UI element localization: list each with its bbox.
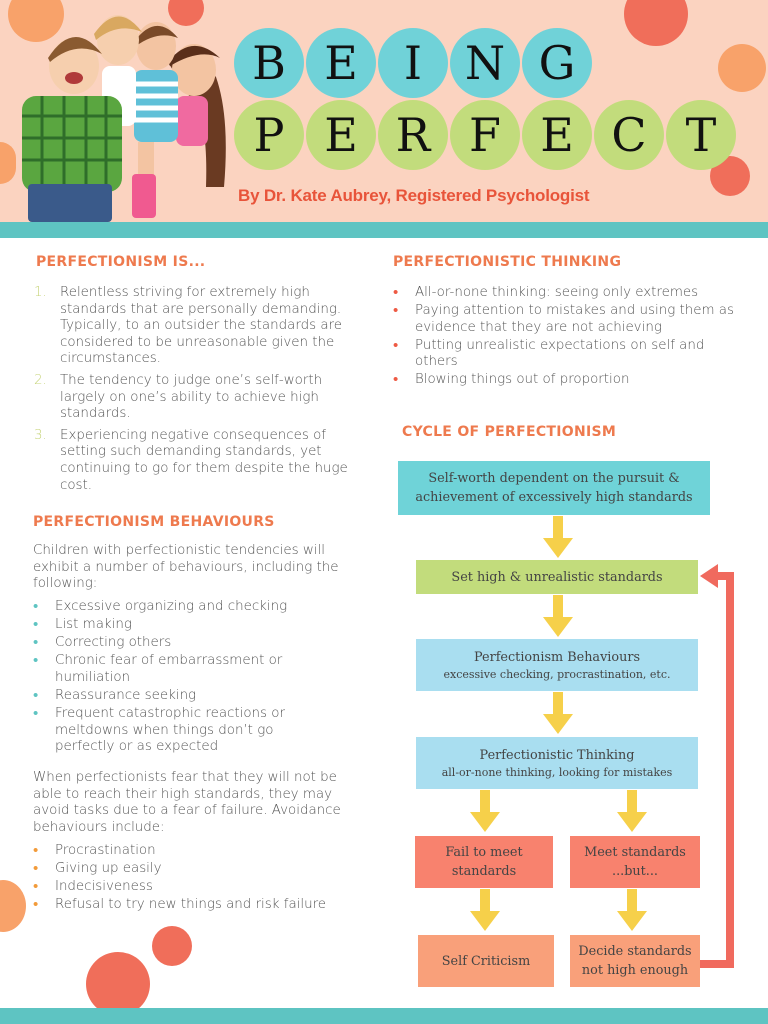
cycle-box-fail: Fail to meet standards <box>415 836 553 888</box>
title-letter: C <box>594 100 664 170</box>
behaviours-intro: Children with perfectionistic tendencies… <box>33 543 339 592</box>
heading-perfectionism-is: PERFECTIONISM IS... <box>36 254 206 270</box>
decor-dot <box>0 880 26 932</box>
behaviours-list: •Excessive organizing and checking •List… <box>33 597 333 757</box>
list-item: •List making <box>33 615 132 634</box>
title-letter: I <box>378 28 448 98</box>
cycle-box-thinking: Perfectionistic Thinking all-or-none thi… <box>416 737 698 789</box>
title-letter: B <box>234 28 304 98</box>
title-letter: F <box>450 100 520 170</box>
list-item: •Refusal to try new things and risk fail… <box>33 895 327 914</box>
list-item: •Frequent catastrophic reactions or melt… <box>33 704 285 755</box>
children-photo <box>22 15 226 222</box>
list-item: 1.Relentless striving for extremely high… <box>34 285 342 367</box>
heading-behaviours: PERFECTIONISM BEHAVIOURS <box>33 514 275 530</box>
list-item: •Procrastination <box>33 841 156 859</box>
cycle-box-self-criticism: Self Criticism <box>418 935 554 987</box>
decor-dot <box>0 142 16 184</box>
byline: By Dr. Kate Aubrey, Registered Psycholog… <box>238 186 590 205</box>
title-letter: G <box>522 28 592 98</box>
list-item: •Paying attention to mistakes and using … <box>393 301 734 335</box>
avoidance-intro: When perfectionists fear that they will … <box>33 770 341 835</box>
list-item: •Correcting others <box>33 633 172 652</box>
decor-dot <box>86 952 150 1016</box>
list-item: •Indecisiveness <box>33 877 153 896</box>
cycle-box-self-worth: Self-worth dependent on the pursuit & ac… <box>398 461 710 515</box>
cycle-box-meet: Meet standards ...but... <box>570 836 700 888</box>
list-item: •Reassurance seeking <box>33 685 197 704</box>
list-item: •Blowing things out of proportion <box>393 370 630 389</box>
thinking-list: •All-or-none thinking: seeing only extre… <box>393 283 743 391</box>
title-letter: E <box>306 28 376 98</box>
decor-dot <box>718 44 766 92</box>
list-item: •Chronic fear of embarrassment or humili… <box>33 651 283 685</box>
avoidance-list: •Procrastination •Giving up easily •Inde… <box>33 841 363 915</box>
title-letter: P <box>234 100 304 170</box>
top-stripe <box>0 222 768 238</box>
title-letter: T <box>666 100 736 170</box>
title-letter: R <box>378 100 448 170</box>
heading-cycle: CYCLE OF PERFECTIONISM <box>402 424 617 440</box>
title-letter: E <box>522 100 592 170</box>
bottom-stripe <box>0 1008 768 1024</box>
list-item: •All-or-none thinking: seeing only extre… <box>393 283 699 301</box>
title-letter: E <box>306 100 376 170</box>
header-banner: B E I N G P E R F E C T By Dr. Kate Aubr… <box>0 0 768 222</box>
cycle-box-set-standards: Set high & unrealistic standards <box>416 560 698 594</box>
perfectionism-is-list: 1.Relentless striving for extremely high… <box>34 285 362 499</box>
decor-dot <box>152 926 192 966</box>
list-item: •Excessive organizing and checking <box>33 597 288 615</box>
list-item: 3.Experiencing negative consequences of … <box>34 427 348 493</box>
cycle-box-behaviours: Perfectionism Behaviours excessive check… <box>416 639 698 691</box>
list-item: 2.The tendency to judge one’s self-worth… <box>34 372 323 422</box>
heading-thinking: PERFECTIONISTIC THINKING <box>393 254 622 270</box>
list-item: •Putting unrealistic expectations on sel… <box>393 335 705 370</box>
decor-dot <box>624 0 688 46</box>
cycle-box-not-high-enough: Decide standards not high enough <box>570 935 700 987</box>
list-item: •Giving up easily <box>33 859 162 878</box>
title-letter: N <box>450 28 520 98</box>
